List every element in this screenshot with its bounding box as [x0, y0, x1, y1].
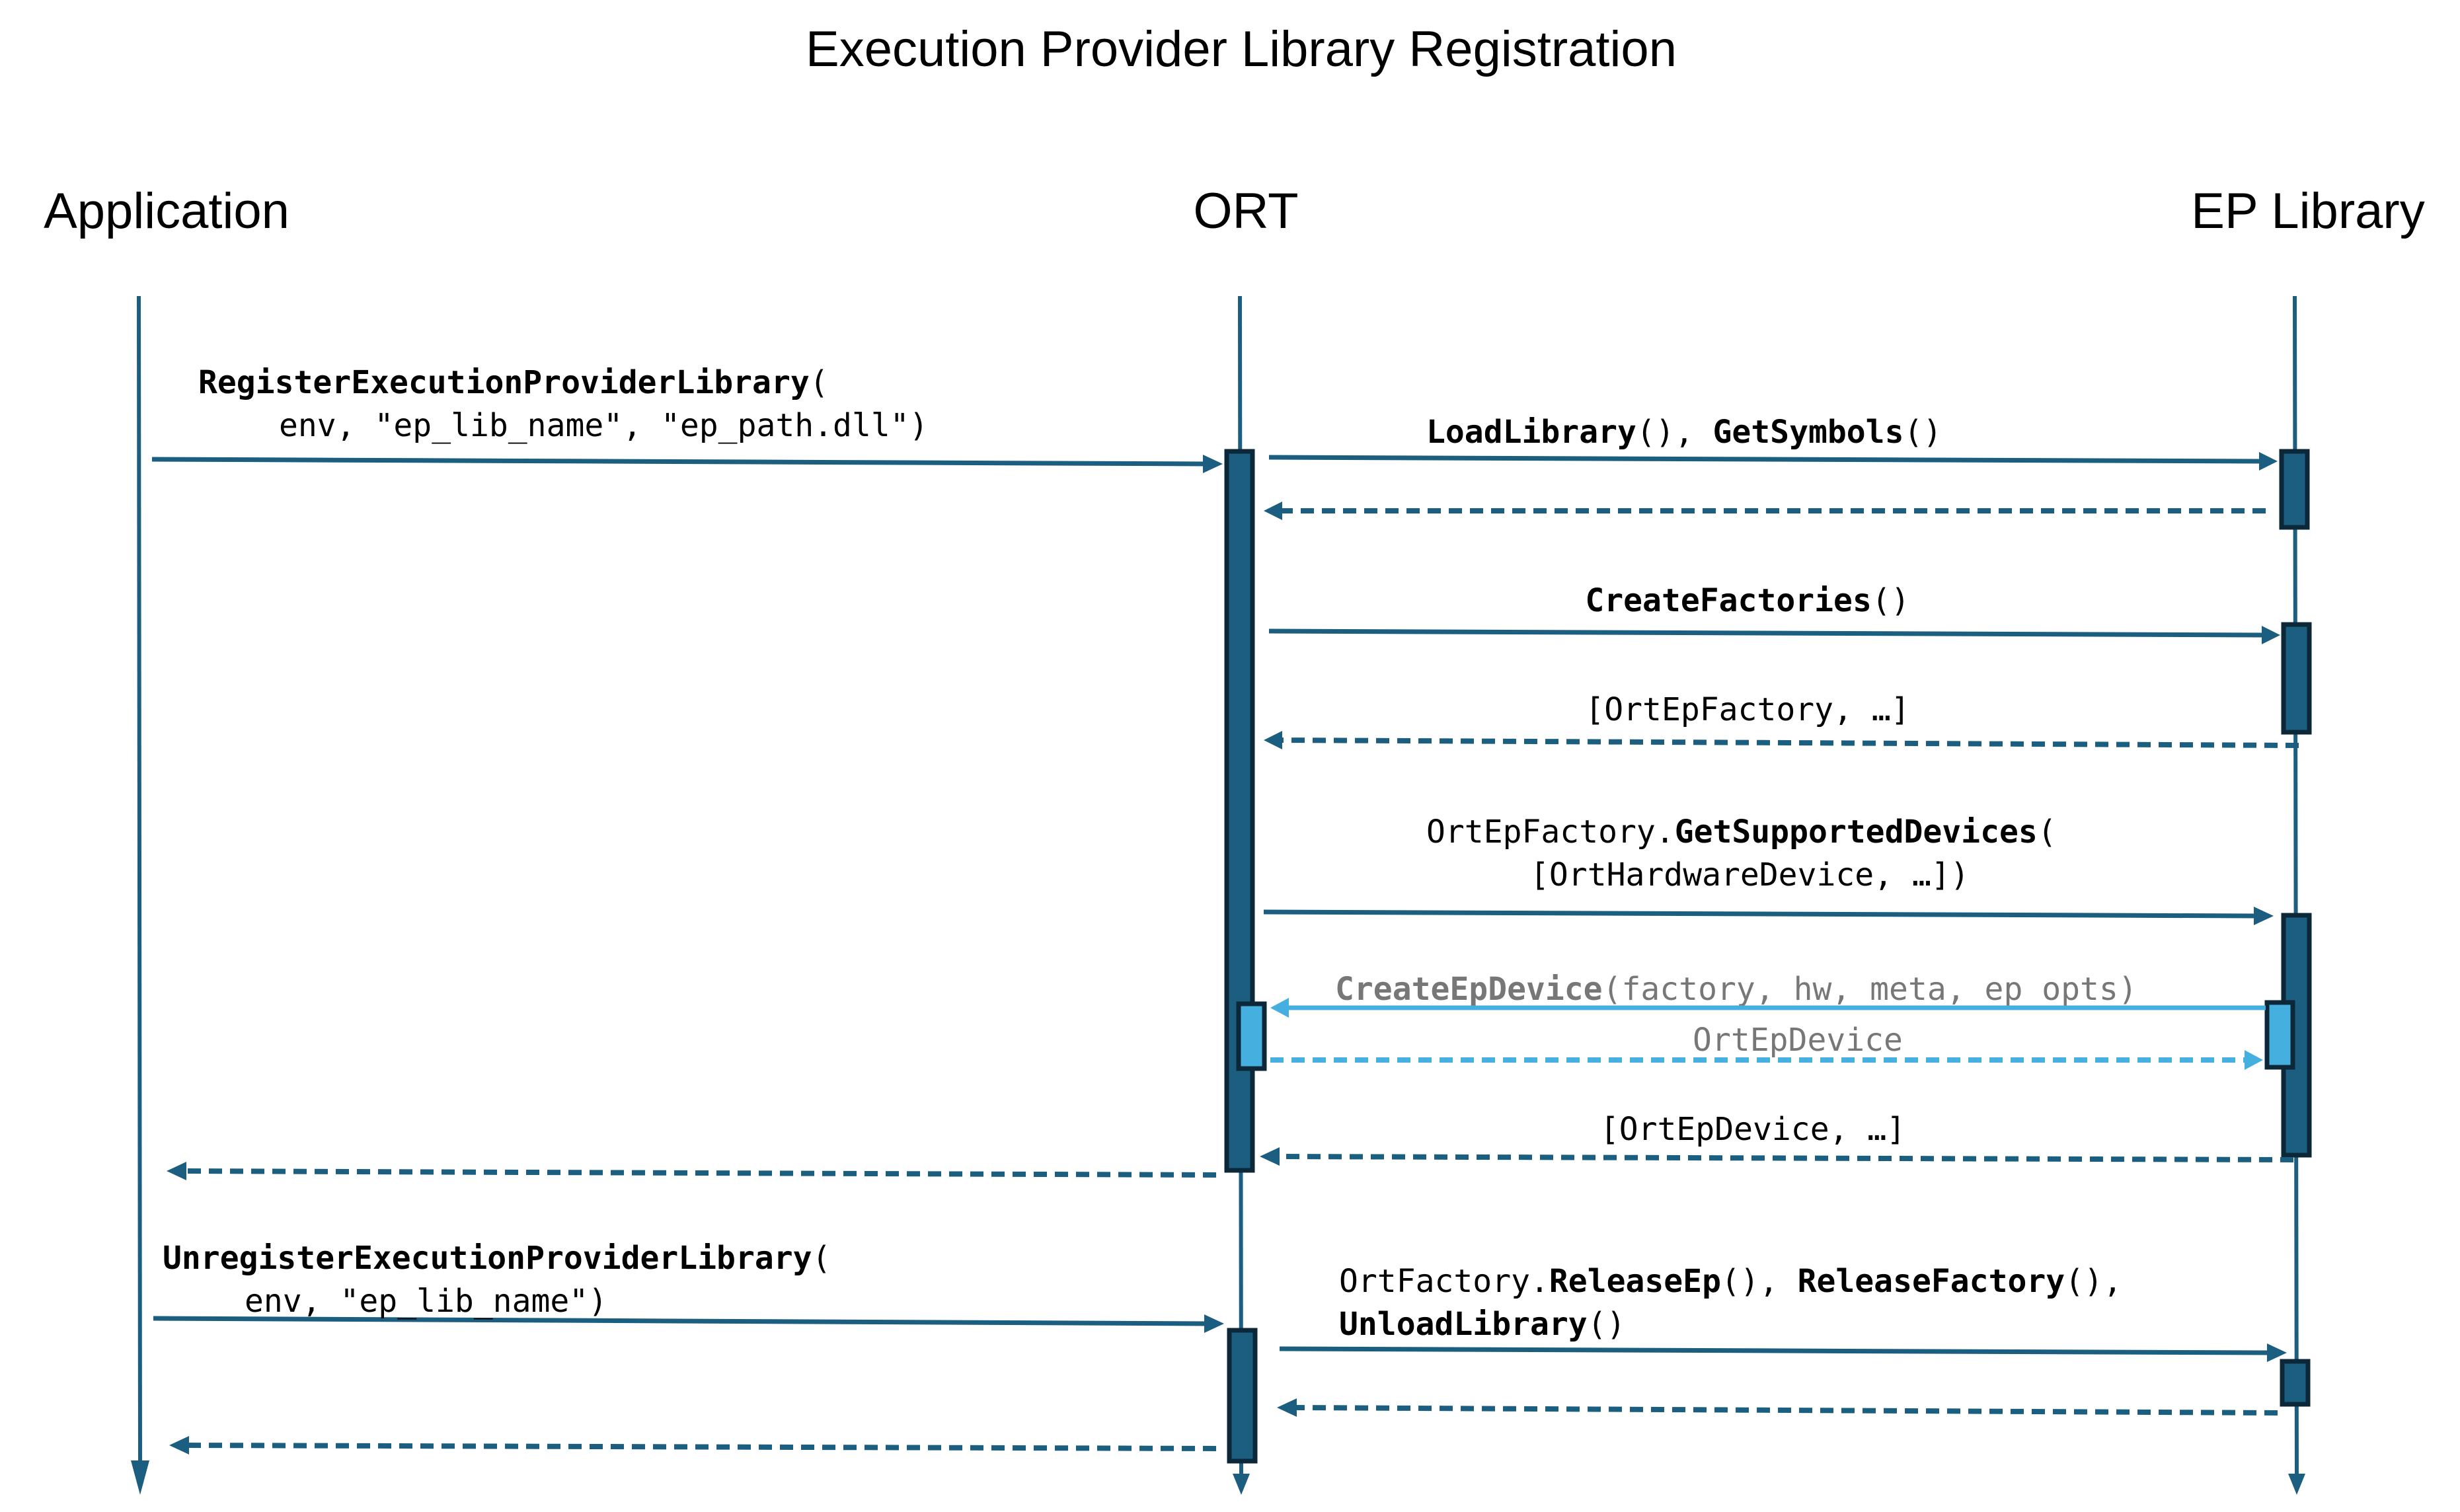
message-label: [OrtEpFactory, …]: [1585, 691, 1909, 728]
lifeline-end-arrow-icon: [131, 1460, 149, 1495]
arrowhead-icon: [1277, 1398, 1297, 1417]
message-create-factories-return: [OrtEpFactory, …]: [1264, 691, 2299, 749]
ep-activation-release: [2280, 1359, 2311, 1407]
arrowhead-icon: [1203, 455, 1223, 473]
message-label-args: [OrtHardwareDevice, …]): [1530, 856, 1970, 893]
message-get-supported-return: [OrtEpDevice, …]: [1260, 1111, 2294, 1166]
arrowhead-icon: [1264, 502, 1282, 520]
arrowhead-icon: [2262, 626, 2280, 644]
message-label: UnregisterExecutionProviderLibrary(: [163, 1240, 831, 1277]
message-label: OrtEpFactory.GetSupportedDevices(: [1426, 813, 2057, 850]
message-label: CreateEpDevice(factory, hw, meta, ep_opt…: [1335, 971, 2137, 1008]
message-label: LoadLibrary(), GetSymbols(): [1426, 414, 1942, 451]
arrowhead-icon: [1204, 1314, 1224, 1333]
message-get-supported-devices: OrtEpFactory.GetSupportedDevices( [OrtHa…: [1263, 813, 2274, 925]
message-label-args: env, "ep_lib_name", "ep_path.dll"): [279, 407, 929, 444]
arrowhead-icon: [169, 1436, 189, 1455]
message-load-library: LoadLibrary(), GetSymbols(): [1268, 414, 2278, 471]
message-label: OrtEpDevice: [1693, 1022, 1903, 1059]
message-label-line2: UnloadLibrary(): [1339, 1306, 1625, 1343]
lifeline-end-arrow-icon: [2288, 1474, 2305, 1495]
message-unregister: UnregisterExecutionProviderLibrary( env,…: [153, 1240, 1224, 1333]
message-unregister-return: [169, 1436, 1217, 1455]
participant-ort: ORT: [1193, 183, 1298, 239]
arrowhead-icon: [167, 1162, 186, 1180]
message-register-return: [167, 1162, 1217, 1180]
message-label: RegisterExecutionProviderLibrary(: [198, 364, 829, 401]
message-label: OrtFactory.ReleaseEp(), ReleaseFactory()…: [1339, 1263, 2122, 1300]
lifeline-application: [131, 295, 149, 1495]
message-release-return: [1277, 1398, 2278, 1417]
message-load-return: [1264, 502, 2266, 520]
message-release: OrtFactory.ReleaseEp(), ReleaseFactory()…: [1279, 1263, 2287, 1362]
message-create-ep-device: CreateEpDevice(factory, hw, meta, ep_opt…: [1270, 971, 2266, 1018]
arrowhead-icon: [2245, 1050, 2263, 1070]
message-register: RegisterExecutionProviderLibrary( env, "…: [151, 364, 1223, 473]
arrowhead-icon: [1260, 1147, 1280, 1166]
ep-activation-create-ep-device: [2264, 1000, 2295, 1070]
arrowhead-icon: [2267, 1343, 2287, 1362]
participant-ep-library: EP Library: [2191, 183, 2424, 239]
ep-activation-create-factories: [2281, 622, 2312, 735]
ort-activation-unregister: [1227, 1328, 1258, 1464]
lifeline-end-arrow-icon: [1233, 1474, 1250, 1495]
participant-application: Application: [44, 183, 289, 239]
arrowhead-icon: [1270, 998, 1289, 1018]
message-label: CreateFactories(): [1585, 582, 1909, 619]
arrowhead-icon: [2259, 452, 2278, 471]
message-create-factories: CreateFactories(): [1268, 582, 2280, 644]
message-create-ep-device-return: OrtEpDevice: [1270, 1022, 2263, 1070]
ort-activation-create-ep-device: [1236, 1001, 1267, 1071]
ep-activation-load: [2279, 449, 2310, 530]
message-label-args: env, "ep_lib_name"): [245, 1283, 607, 1320]
arrowhead-icon: [1264, 731, 1282, 749]
message-label: [OrtEpDevice, …]: [1600, 1111, 1905, 1148]
diagram-title: Execution Provider Library Registration: [806, 21, 1677, 77]
arrowhead-icon: [2254, 907, 2274, 925]
